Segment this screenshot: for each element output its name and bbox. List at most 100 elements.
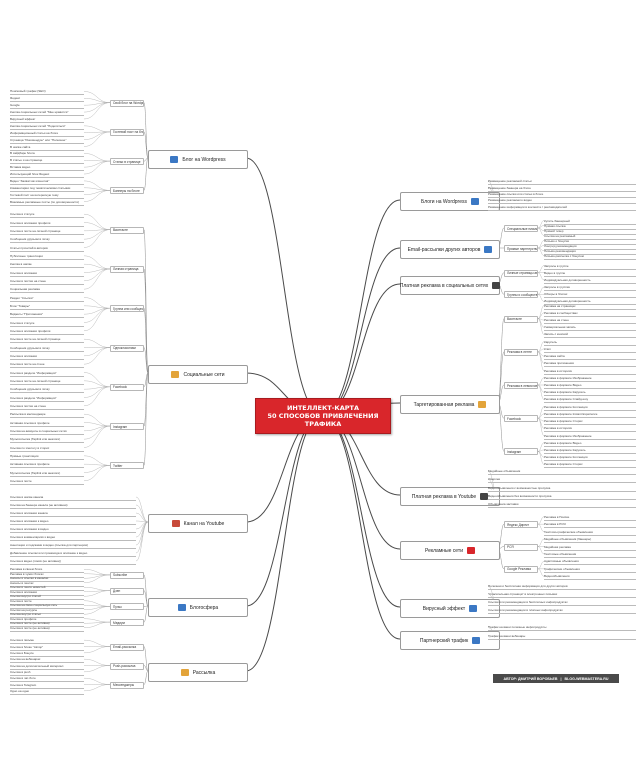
branch-blogosphere[interactable]: Блогосфера [148, 598, 248, 617]
leaf-item: Реклама в формате Изображение [544, 375, 636, 382]
branch-paid_social[interactable]: Платная реклама в социальных сетях [400, 276, 501, 295]
sub-node[interactable]: Facebook [110, 383, 144, 391]
connector-line [83, 338, 111, 348]
branch-social[interactable]: Социальные сети [148, 365, 248, 384]
central-topic[interactable]: ИНТЕЛЛЕКТ-КАРТА 50 СПОСОБОВ ПРИВЛЕЧЕНИЯ … [255, 398, 391, 434]
sub-node[interactable]: Дзен [110, 587, 144, 595]
connector-line [537, 538, 545, 547]
leaf-item: Страница "Рекомендую" или "Полезное" [10, 137, 84, 144]
connector-line [143, 665, 149, 672]
leaf-item: Комментарии под тематическими статьями [10, 185, 84, 192]
branch-label: Таргетированная реклама [413, 401, 475, 408]
sub-node[interactable]: Гостевой пост на блоге [110, 128, 144, 136]
leaf-item: Письмо о бонусах [544, 238, 636, 245]
leaf-item: Ссылка в Telegram [10, 682, 84, 689]
sub-node[interactable]: Twitter [110, 462, 144, 470]
branch-partner[interactable]: Партнерский трафик [400, 631, 500, 650]
branch-yt_paid[interactable]: Платная реклама в Youtube [400, 487, 500, 506]
leaf-item: Реклама в формате Видео [544, 382, 636, 389]
sub-node[interactable]: Группа или сообщество [110, 305, 144, 313]
connector-line [83, 153, 111, 162]
sub-node[interactable]: Facebook [504, 415, 538, 423]
sub-node[interactable]: Личные страницы авторов [504, 269, 538, 277]
leaf-item: Письмо-рассылка с бонусом [544, 253, 636, 260]
connector-line [83, 587, 111, 591]
sub-node[interactable]: Медиум [110, 619, 144, 627]
connector-line [83, 606, 111, 615]
leaf-item: Ссылка в посте [10, 598, 84, 605]
connector-line [83, 263, 111, 270]
branch-email_others[interactable]: Email-рассылки других авторов [400, 240, 500, 259]
author-site[interactable]: BLOG-WEBMASTERA.RU [564, 676, 609, 681]
leaf-item: Ссылка в Бонусе [10, 650, 84, 657]
leaf-item: Ссылка на свою социальную сеть [10, 602, 84, 610]
connector-line [245, 157, 323, 416]
leaf-item: Ссылка в разделе "Информация" [10, 370, 84, 377]
leaf-item: Сообщения друзьям в личку [10, 386, 84, 394]
sub-node[interactable]: Email-рассылка [110, 643, 144, 651]
sub-node[interactable]: Реклама в левом меню [504, 382, 538, 389]
branch-newsletter[interactable]: Рассылка [148, 663, 248, 682]
leaf-item: Универсальная запись [544, 324, 636, 332]
leaf-item: Реклама в формате Изображение [544, 433, 636, 440]
branch-label: Вирусный эффект [422, 605, 466, 612]
sub-node[interactable]: Яндекс Директ [504, 521, 538, 529]
branch-ad_networks[interactable]: Рекламные сети [400, 541, 500, 560]
branch-targeting[interactable]: Таргетированная реклама [400, 395, 500, 414]
sub-node[interactable]: Группы и сообщества [504, 291, 538, 299]
sub-node[interactable]: Статьи в странице [110, 158, 144, 166]
connector-line [83, 255, 111, 270]
leaf-item: Реклама на стене [544, 317, 636, 325]
sub-node[interactable]: Subscribe [110, 571, 144, 579]
sub-node[interactable]: Свой блог на Wordpress (Вы автор) [110, 99, 144, 107]
sub-node[interactable]: Push-рассылка [110, 662, 144, 670]
connector-line [135, 496, 149, 523]
connector-line [83, 308, 111, 323]
sub-node[interactable]: РСЯ [504, 543, 538, 551]
sub-node[interactable]: Одноклассники [110, 344, 144, 352]
branch-blog_wp[interactable]: Блог на Wordpress [148, 150, 248, 169]
branch-label: Партнерский трафик [419, 637, 469, 644]
sub-node[interactable]: Реклама в ленте [504, 348, 538, 356]
connector-line [135, 512, 149, 523]
connector-line [537, 272, 545, 281]
connector-line [143, 372, 149, 466]
leaf-item: Ссылка по хэштегу в сторис [10, 445, 84, 452]
branch-label: Блог на Wordpress [182, 156, 226, 163]
sub-node[interactable]: Instagram [504, 448, 538, 456]
branch-label: Социальные сети [183, 371, 225, 378]
leaf-item: В сайдбаре блога [10, 150, 84, 158]
social-networks-icon [171, 371, 180, 378]
connector-line [83, 190, 111, 202]
sub-node[interactable]: Google Реклама [504, 565, 538, 573]
sub-node[interactable]: Специальные письма [504, 225, 538, 232]
branch-blogs_wp[interactable]: Блоги на Wordpress [400, 192, 500, 211]
sub-node[interactable]: Вконтакте [504, 315, 538, 323]
leaf-item: Реклама в историях [544, 368, 636, 375]
leaf-item: Трафик на ваши вебинары [488, 633, 636, 640]
leaf-item: Виджеты "Приложения" [10, 311, 84, 319]
sub-node[interactable]: Баннеры на блоге [110, 187, 144, 195]
leaf-item: Реклама в формате Сторис [544, 461, 636, 469]
branch-label: Платная реклама в Youtube [411, 493, 477, 500]
sub-node[interactable]: Instagram [110, 423, 144, 431]
leaf-item: Текстовые объявления [544, 551, 636, 558]
connector-line [135, 521, 149, 554]
leaf-item: Ссылка в посте на личной странице [10, 378, 84, 385]
sub-node[interactable]: Мессенджеры [110, 681, 144, 689]
leaf-item: Аннотации и подсказки в видео (ссылка дл… [10, 542, 136, 549]
connector-line [537, 318, 545, 335]
sub-node[interactable]: Прямые партнерства с авторами [504, 245, 538, 252]
leaf-item: Ссылка в видео (поиск (не активна)) [10, 558, 136, 565]
leaf-item: Ссылка в описании в видео [10, 526, 136, 533]
sub-node[interactable]: Личная страница [110, 265, 144, 273]
sub-node[interactable]: Пульс [110, 603, 144, 611]
blogosphere-icon [177, 604, 186, 611]
leaf-item: Google [10, 102, 84, 110]
leaf-item: Размещение рекламного видео [488, 197, 636, 205]
leaf-item: Ссылка в посте на стене [10, 361, 84, 369]
sub-node[interactable]: Вконтакте [110, 226, 144, 234]
branch-viral[interactable]: Вирусный эффект [400, 599, 500, 618]
branch-youtube[interactable]: Канал на Youtube [148, 514, 248, 533]
leaf-item: Прямые трансляции [10, 453, 84, 460]
